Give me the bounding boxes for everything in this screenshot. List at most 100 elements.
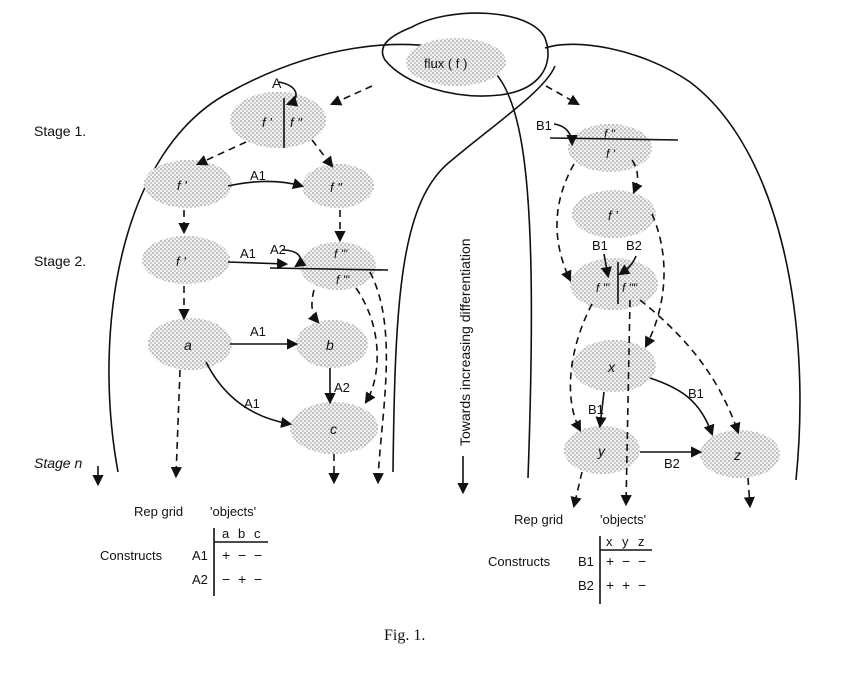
- left-stage1b-left-blob: [144, 160, 232, 208]
- node-c-blob: [290, 402, 378, 454]
- dash-s1-to-left: [195, 141, 247, 166]
- node-x-blob: [572, 340, 656, 392]
- arrow-B2-curl: [618, 255, 637, 276]
- left-grid-constructs-label: Constructs: [100, 548, 163, 563]
- right-stage1-blob: [568, 124, 652, 172]
- construct-B2-label-2: B2: [664, 456, 680, 471]
- dash-a-down: [170, 369, 182, 479]
- arrow-a-to-c: [205, 361, 293, 429]
- differentiation-axis-label: Towards increasing differentiation: [457, 238, 473, 446]
- left-stage1b-f1: f ': [177, 178, 187, 193]
- dash-s1-to-stage2: [556, 163, 575, 283]
- right-middle-blob: [572, 190, 656, 238]
- right-grid-obj-x: x: [606, 534, 613, 549]
- left-grid-obj-b: b: [238, 526, 245, 541]
- dash-s1-to-middle: [631, 159, 643, 195]
- left-grid-title: Rep grid: [134, 504, 183, 519]
- left-stage2-left-blob: [142, 236, 230, 284]
- arrow-x-to-z: [649, 377, 715, 437]
- construct-A1-label-1: A1: [250, 168, 266, 183]
- left-stage2-f-top: f '": [334, 247, 348, 261]
- left-stage1-f1: f ': [262, 115, 272, 130]
- construct-A2-label-1: A2: [270, 242, 286, 257]
- figure-caption: Fig. 1.: [384, 627, 425, 644]
- node-z-label: z: [733, 447, 741, 463]
- inner-left-arch: [392, 65, 556, 473]
- right-grid-row1-construct: B1: [578, 554, 594, 569]
- left-rep-grid: Rep grid 'objects' a b c Constructs A1 +…: [100, 504, 268, 596]
- construct-B1-label-3: B1: [588, 402, 604, 417]
- left-grid-row2-v1: −: [222, 571, 230, 587]
- right-middle-f: f ': [608, 208, 618, 223]
- dash-z-down: [743, 477, 755, 509]
- outer-right-arch: [544, 43, 801, 481]
- dash-right-down-2: [307, 289, 320, 324]
- right-grid-row1-v2: −: [622, 553, 630, 569]
- construct-B1-label-1: B1: [536, 118, 552, 133]
- left-stage1-blob: [230, 92, 326, 148]
- right-grid-obj-z: z: [638, 534, 645, 549]
- node-a-label: a: [184, 337, 192, 353]
- dash-flux-to-left: [329, 85, 373, 106]
- node-x-label: x: [607, 359, 616, 375]
- dash-s2-to-out: [369, 271, 388, 485]
- stage-1-label: Stage 1.: [34, 123, 86, 139]
- right-grid-objects-label: 'objects': [600, 512, 646, 527]
- right-grid-row2-construct: B2: [578, 578, 594, 593]
- dash-stage2-to-y: [569, 303, 593, 432]
- left-grid-row2-v2: +: [238, 571, 246, 587]
- node-a-blob: [148, 318, 232, 370]
- node-y-blob: [564, 426, 640, 474]
- construct-A1-label-2: A1: [240, 246, 256, 261]
- left-stage1b-f2: f ": [330, 180, 343, 195]
- dash-middle-to-x: [644, 213, 665, 348]
- construct-A2-label-2: A2: [334, 380, 350, 395]
- right-grid-title: Rep grid: [514, 512, 563, 527]
- left-grid-row2-v3: −: [254, 571, 262, 587]
- right-grid-row1-v3: −: [638, 553, 646, 569]
- dash-y-down: [570, 471, 583, 509]
- right-grid-constructs-label: Constructs: [488, 554, 551, 569]
- right-stage1-f-top: f ": [604, 127, 616, 141]
- left-grid-obj-a: a: [222, 526, 230, 541]
- left-stage2-f-bot: f '": [336, 273, 350, 287]
- node-c-label: c: [330, 421, 337, 437]
- left-grid-row1-v3: −: [254, 547, 262, 563]
- construct-A1-label-3: A1: [250, 324, 266, 339]
- right-grid-row2-v3: −: [638, 577, 646, 593]
- left-grid-row2-construct: A2: [192, 572, 208, 587]
- right-grid-obj-y: y: [622, 534, 629, 549]
- arrow-A1-stage1: [227, 178, 305, 190]
- flux-label: flux ( f ): [424, 56, 467, 71]
- arrow-A-curl: [277, 81, 299, 107]
- node-z-blob: [700, 430, 780, 478]
- right-stage2-f-a: f '": [596, 281, 610, 295]
- left-stage2-f1: f ': [176, 254, 186, 269]
- flux-blob: [406, 38, 506, 86]
- construct-A-label: A: [272, 75, 282, 91]
- right-rep-grid: Rep grid 'objects' x y z Constructs B1 +…: [488, 512, 652, 604]
- outer-left-arch: [108, 43, 533, 479]
- right-stage2-f-b: f "": [622, 281, 638, 295]
- flux-loop: [381, 12, 549, 97]
- left-stage1-f2: f ": [290, 115, 303, 130]
- node-b-label: b: [326, 337, 334, 353]
- dash-stage2-to-z: [639, 299, 741, 435]
- arrow-B1-curl: [553, 123, 578, 147]
- left-grid-row1-v2: −: [238, 547, 246, 563]
- dash-s2-to-c: [355, 287, 378, 404]
- arrow-A1-stage2: [227, 258, 289, 270]
- right-stage1-f-bot: f ': [606, 147, 616, 161]
- left-grid-row1-v1: +: [222, 547, 230, 563]
- right-grid-row2-v2: +: [622, 577, 630, 593]
- right-stage1-divider: [549, 137, 679, 141]
- left-stage1b-right-blob: [302, 164, 374, 208]
- arrow-A2-curl: [281, 249, 307, 268]
- left-grid-obj-c: c: [254, 526, 261, 541]
- construct-B2-label-1: B2: [626, 238, 642, 253]
- left-grid-row1-construct: A1: [192, 548, 208, 563]
- construct-B1-label-4: B1: [688, 386, 704, 401]
- left-stage2-right-blob: [300, 242, 376, 290]
- right-stage2-blob: [570, 258, 658, 310]
